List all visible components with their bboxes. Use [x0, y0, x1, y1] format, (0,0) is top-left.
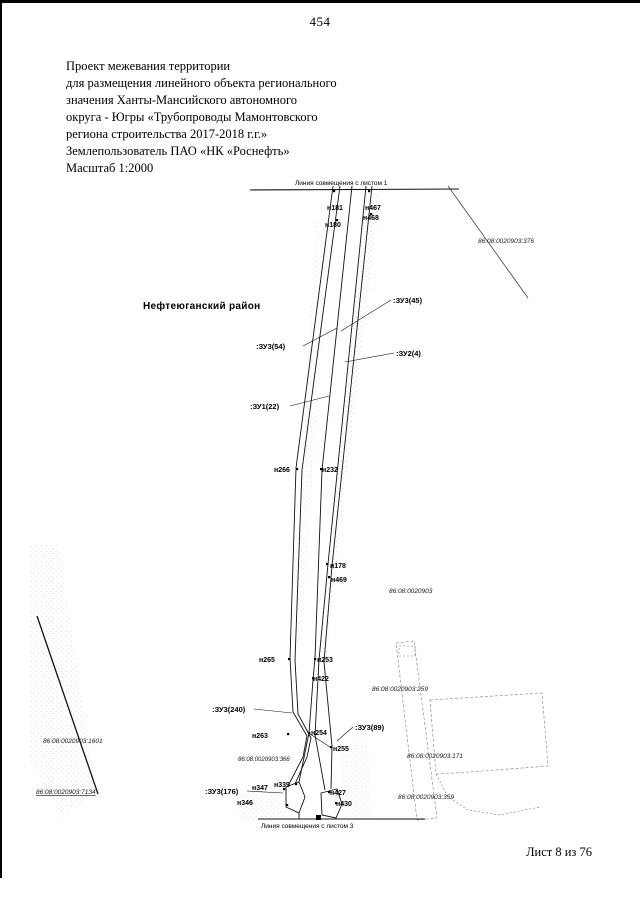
match-line-top [249, 188, 460, 191]
cadastral-label-359: 86:08:0020903:359 [398, 794, 454, 801]
parcel-label-zu1-22: :ЗУ1(22) [250, 402, 280, 411]
leader-lines [246, 299, 395, 794]
match-line-bottom [258, 815, 425, 820]
parcel-label-zu3-54: :ЗУ3(54) [256, 342, 286, 351]
title-line: для размещения линейного объекта региона… [66, 76, 337, 90]
point-label-n266: н266 [274, 467, 290, 474]
adjacent-parcel-lines [36, 185, 529, 795]
match-line-top-label: Линия совмещения с листом 1 [295, 180, 388, 187]
point-labels: н181 н467 н180 н468 н266 н232 н178 н469 … [237, 205, 381, 808]
terrain-stipple [30, 195, 380, 820]
title-line: региона строительства 2017-2018 г.г.» [66, 127, 268, 141]
cadastral-label-1601: 86:08:0020903:1601 [43, 738, 103, 745]
point-label-n178: н178 [330, 563, 346, 570]
point-label-n253: н253 [317, 657, 333, 664]
adjacent-facility-outline [395, 640, 549, 821]
point-label-n422: н422 [313, 676, 329, 683]
point-markers [283, 190, 373, 807]
parcel-label-zu2-4: :ЗУ2(4) [396, 349, 421, 358]
point-label-n263: н263 [252, 733, 268, 740]
cadastral-label-7134: 86:08:0020903:7134 [36, 789, 96, 796]
scan-border-top [0, 0, 640, 3]
point-label-n430: н430 [336, 801, 352, 808]
point-label-n467: н467 [365, 205, 381, 212]
title-line: округа - Югры «Трубопроводы Мамонтовског… [66, 110, 318, 124]
parcel-label-zu3-89: :ЗУ3(89) [355, 723, 385, 732]
point-label-n427: н427 [330, 790, 346, 797]
point-label-n255: н255 [333, 746, 349, 753]
cadastral-label-903: 86:08:0020903 [389, 588, 433, 595]
title-line: Землепользователь ПАО «НК «Роснефть» [66, 144, 290, 158]
parcel-label-zu3-240: :ЗУ3(240) [212, 705, 246, 714]
district-label: Нефтеюганский район [143, 300, 260, 312]
cadastral-label-171: 86:08:0020903:171 [407, 753, 463, 760]
match-line-bottom-label: Линия совмещения с листом 3 [261, 823, 354, 830]
title-block: Проект межевания территории для размещен… [66, 58, 337, 177]
parcel-label-zu3-45: :ЗУ3(45) [393, 296, 423, 305]
point-label-n265: н265 [259, 657, 275, 664]
cadastral-labels: 86:08:0020903:376 86:08:0020903 86:08:00… [36, 238, 534, 801]
point-label-n346: н346 [237, 800, 253, 807]
scan-border-left [0, 0, 2, 878]
parcel-labels: :ЗУ3(45) :ЗУ3(54) :ЗУ2(4) :ЗУ1(22) :ЗУ3(… [205, 296, 423, 796]
point-label-n469: н469 [331, 577, 347, 584]
point-label-n468: н468 [363, 215, 379, 222]
point-label-n339: н339 [274, 782, 290, 789]
cadastral-label-376: 86:08:0020903:376 [478, 238, 534, 245]
point-label-n181: н181 [327, 205, 343, 212]
page-number: 454 [309, 14, 331, 29]
cadastral-label-366: 86:08:0020903:366 [238, 757, 290, 763]
point-label-n232: н232 [322, 467, 338, 474]
parcel-label-zu3-176: :ЗУ3(176) [205, 787, 239, 796]
title-line: Проект межевания территории [66, 59, 231, 73]
title-line: Масштаб 1:2000 [66, 161, 154, 175]
cadastral-label-259: 86:08:0020903:259 [372, 686, 428, 693]
title-line: значения Ханты-Мансийского автономного [66, 93, 298, 107]
point-label-n254: н254 [311, 730, 327, 737]
sheet-number: Лист 8 из 76 [526, 845, 592, 859]
point-label-n347: н347 [252, 785, 268, 792]
point-label-n180: н180 [325, 222, 341, 229]
